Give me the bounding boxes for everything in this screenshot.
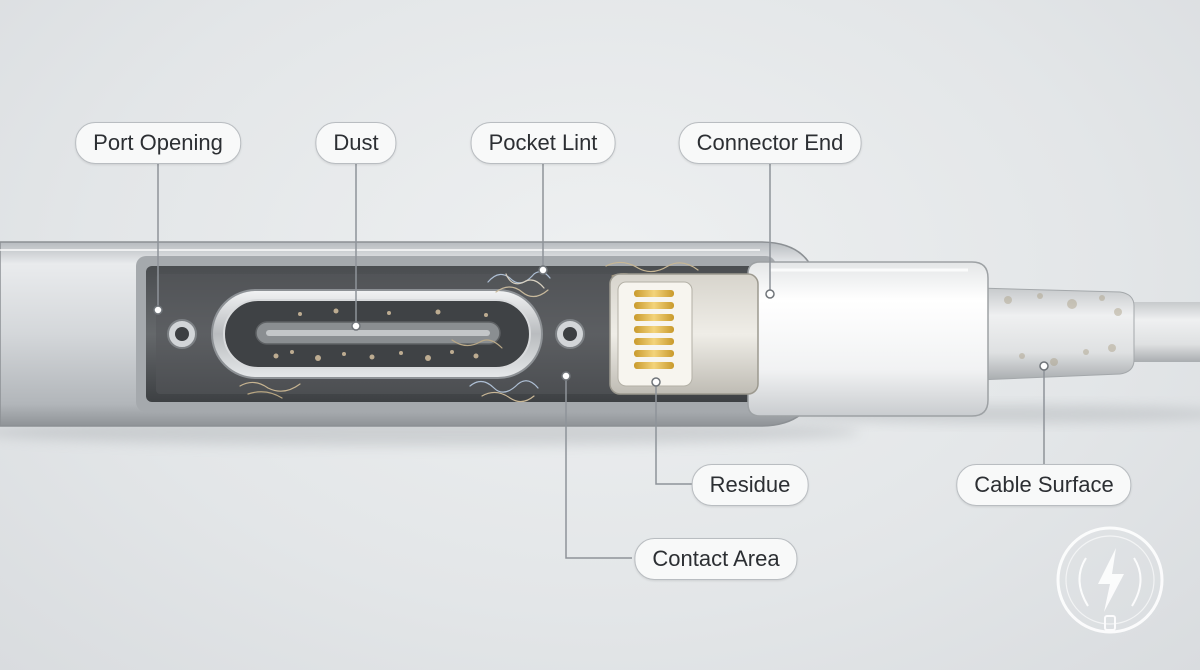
dust-particles <box>273 308 488 361</box>
label-dust: Dust <box>315 122 397 164</box>
label-pocket-lint: Pocket Lint <box>470 122 616 164</box>
connector-housing <box>747 261 989 417</box>
leader-lines <box>157 162 1045 559</box>
screw-hole-right <box>555 319 585 349</box>
label-cable-surface: Cable Surface <box>956 464 1132 506</box>
label-port-opening: Port Opening <box>75 122 241 164</box>
anchor-dots <box>153 265 1049 387</box>
usb-c-port <box>211 289 543 379</box>
label-residue: Residue <box>691 464 809 506</box>
label-connector-end: Connector End <box>678 122 862 164</box>
cable <box>977 287 1200 381</box>
gold-pins <box>634 290 674 369</box>
screw-hole-left <box>167 319 197 349</box>
label-contact-area: Contact Area <box>634 538 798 580</box>
lightning-plug <box>609 273 759 395</box>
lightning-bolt-emblem-icon <box>1056 526 1164 634</box>
